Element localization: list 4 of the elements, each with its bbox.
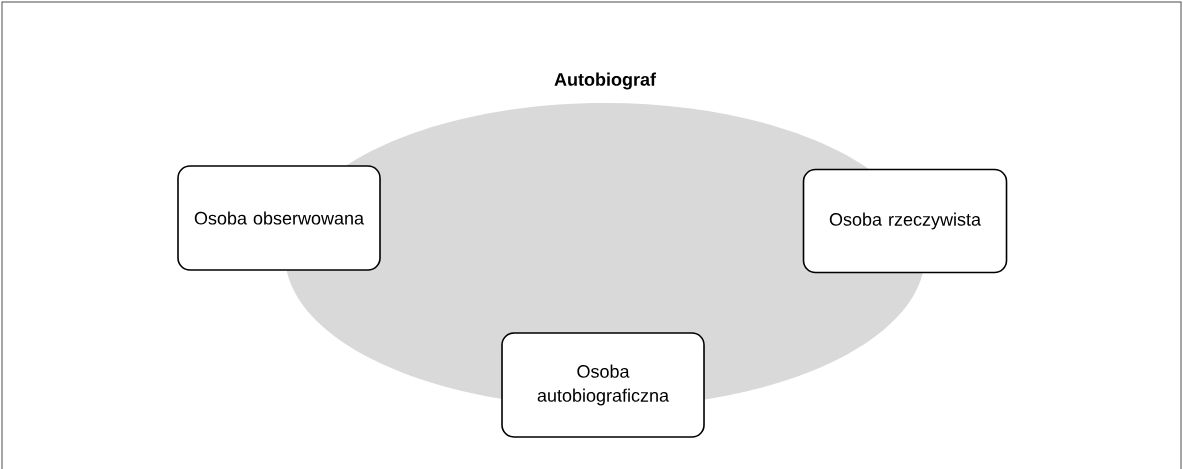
heading: Autobiograf — [554, 72, 657, 90]
rounded-box: Osoba obserwowana — [177, 165, 381, 271]
rounded-box: Osoba rzeczywista — [802, 168, 1008, 274]
rounded-box: Osoba autobiograficzna — [501, 332, 705, 438]
